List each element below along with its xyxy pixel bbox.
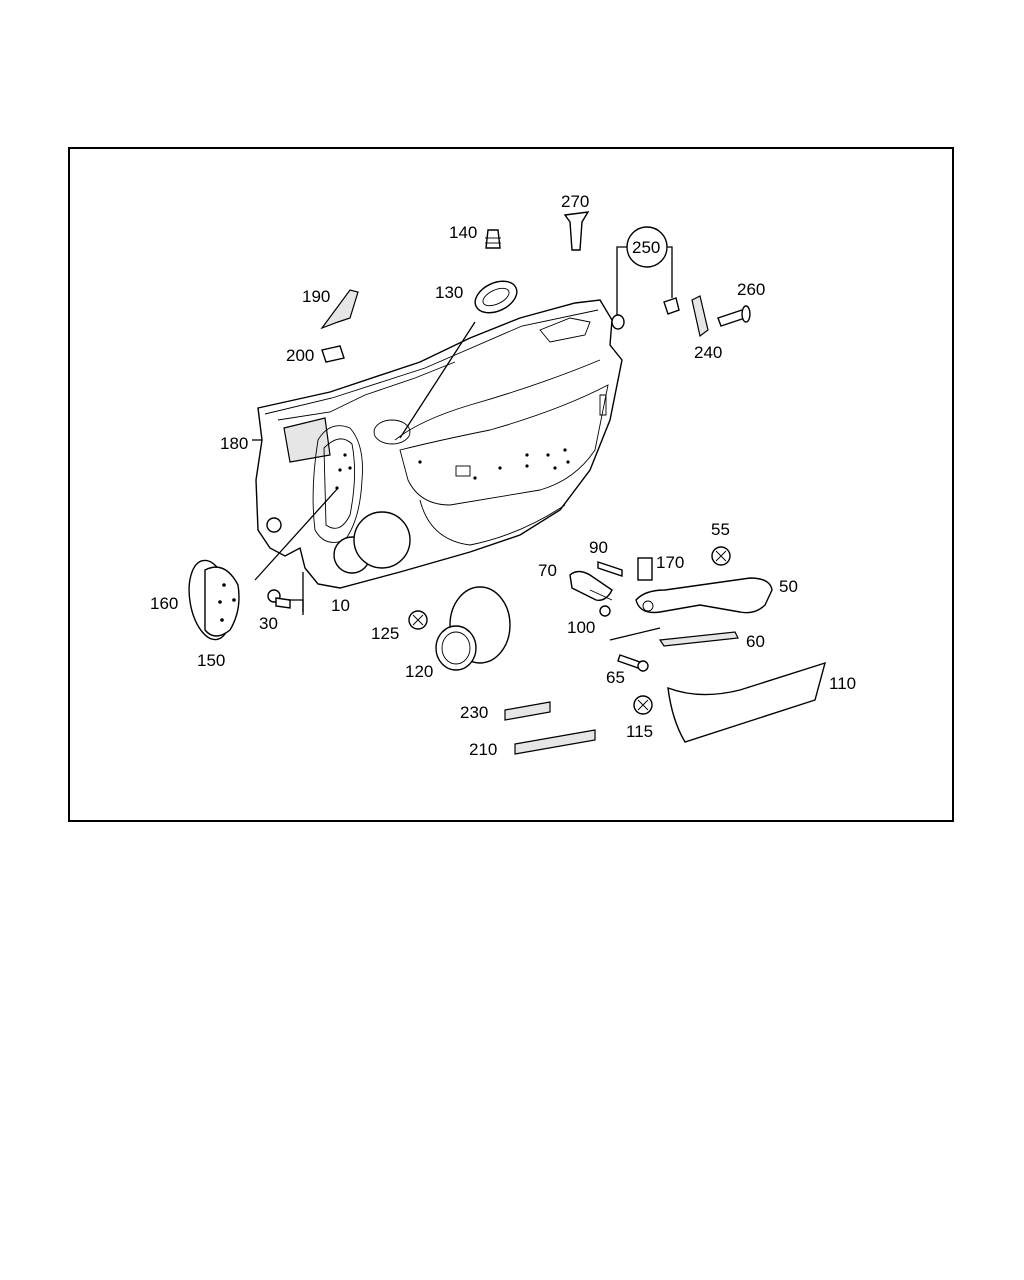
screw-260 — [717, 305, 751, 327]
label-210: 210 — [469, 740, 497, 759]
plate-170 — [637, 557, 653, 581]
trim-strip-110 — [667, 661, 827, 743]
leader-150 — [254, 487, 339, 581]
speaker-120 — [435, 586, 511, 671]
label-150: 150 — [197, 651, 225, 670]
fastener-30 — [267, 589, 304, 615]
label-60: 60 — [746, 632, 765, 651]
label-170: 170 — [656, 553, 684, 572]
label-110: 110 — [829, 674, 856, 693]
bracket-240 — [691, 295, 709, 338]
pin-270 — [563, 211, 590, 251]
trim-60 — [658, 631, 739, 647]
label-65: 65 — [606, 668, 625, 687]
seal-ring-130 — [474, 280, 518, 314]
label-240: 240 — [694, 343, 722, 362]
switch-70 — [569, 570, 613, 601]
label-190: 190 — [302, 287, 330, 306]
label-160: 160 — [150, 594, 178, 613]
label-200: 200 — [286, 346, 314, 365]
trim-190 — [320, 289, 359, 330]
handle-50 — [635, 577, 773, 614]
label-130: 130 — [435, 283, 463, 302]
label-270: 270 — [561, 192, 589, 211]
emblem-210 — [514, 729, 596, 755]
door-panel-10 — [255, 299, 623, 589]
label-125: 125 — [371, 624, 399, 643]
label-90: 90 — [589, 538, 608, 557]
label-120: 120 — [405, 662, 433, 681]
label-115: 115 — [626, 722, 653, 741]
label-230: 230 — [460, 703, 488, 722]
label-250: 250 — [632, 238, 660, 257]
label-50: 50 — [779, 577, 798, 596]
cap-115 — [633, 695, 653, 715]
cover-90 — [597, 561, 623, 577]
label-10: 10 — [331, 596, 350, 615]
label-30: 30 — [259, 614, 278, 633]
screw-65 — [609, 627, 661, 672]
leader-130 — [399, 321, 476, 439]
label-70: 70 — [538, 561, 557, 580]
label-180: 180 — [220, 434, 248, 453]
clip-200 — [321, 345, 345, 363]
cap-125 — [408, 610, 428, 630]
callout-250 — [611, 226, 680, 330]
badge-230 — [504, 701, 551, 721]
label-140: 140 — [449, 223, 477, 242]
label-100: 100 — [567, 618, 595, 637]
clip-140 — [485, 229, 501, 249]
cap-55 — [711, 546, 731, 566]
diagram-frame — [68, 147, 954, 822]
speaker-cover-150-160 — [188, 559, 240, 641]
label-55: 55 — [711, 520, 730, 539]
plug-100 — [599, 605, 611, 617]
label-260: 260 — [737, 280, 765, 299]
panel-holes — [335, 448, 570, 490]
